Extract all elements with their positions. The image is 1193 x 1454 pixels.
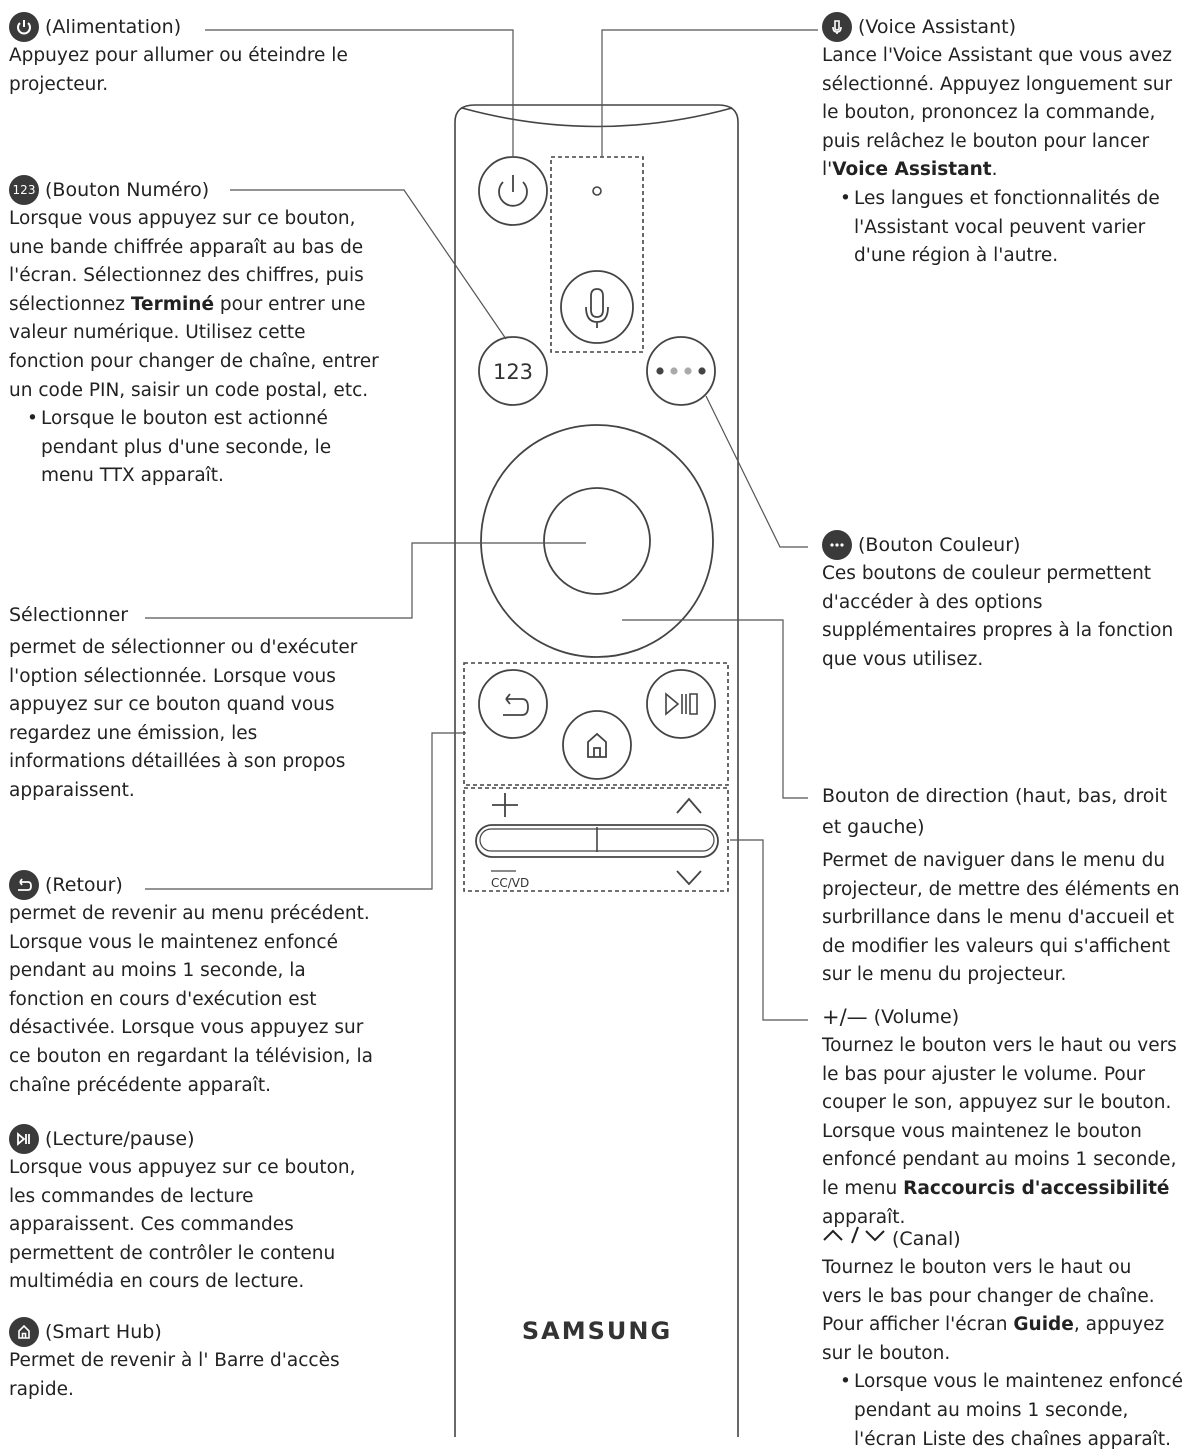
color-title: (Bouton Couleur) — [858, 533, 1021, 556]
color-leader — [705, 395, 808, 548]
number-bullet: Lorsque le bouton est actionné pendant p… — [27, 405, 341, 491]
smarthub-desc: Permet de revenir à l' Barre d'accès rap… — [9, 1350, 340, 1400]
playpause-block: (Lecture/pause) Lorsque vous appuyez sur… — [9, 1124, 389, 1297]
nav-dashed-box — [463, 662, 729, 786]
voice-desc: Lance l'Voice Assistant que vous avez sé… — [822, 45, 1173, 181]
volume-desc: Tournez le bouton vers le haut ou vers l… — [822, 1035, 1177, 1228]
voice-badge-icon — [822, 12, 852, 42]
volume-dashed-box — [463, 787, 729, 892]
mic-icon — [585, 288, 609, 328]
volume-title: (Volume) — [873, 1005, 960, 1028]
voice-desc-bold: Voice Assistant — [832, 159, 992, 181]
color-desc: Ces boutons de couleur permettent d'accé… — [822, 563, 1174, 670]
color-block: (Bouton Couleur) Ces boutons de couleur … — [822, 530, 1190, 674]
select-leader — [145, 542, 586, 619]
number-badge-icon: 123 — [9, 175, 39, 205]
channel-block: (Canal) Tournez le bouton vers le haut o… — [822, 1224, 1190, 1454]
channel-desc: Tournez le bouton vers le haut ou vers l… — [822, 1257, 1165, 1364]
back-desc: permet de revenir au menu précédent. Lor… — [9, 903, 373, 1096]
back-block: (Retour) permet de revenir au menu précé… — [9, 870, 389, 1100]
channel-title: (Canal) — [892, 1227, 961, 1250]
number-title: (Bouton Numéro) — [45, 178, 210, 201]
smarthub-button[interactable] — [562, 710, 632, 780]
playpause-button[interactable] — [646, 669, 716, 739]
voice-block: (Voice Assistant) Lance l'Voice Assistan… — [822, 12, 1190, 271]
color-button[interactable] — [646, 336, 716, 406]
voice-button[interactable] — [560, 270, 634, 344]
smarthub-block: (Smart Hub) Permet de revenir à l' Barre… — [9, 1317, 389, 1404]
direction-leader — [622, 619, 808, 799]
number-button-label: 123 — [493, 360, 533, 384]
direction-ring[interactable] — [480, 424, 714, 658]
direction-title: Bouton de direction (haut, bas, droit et… — [822, 785, 1168, 838]
back-badge-icon — [9, 870, 39, 900]
power-badge-icon — [9, 12, 39, 42]
direction-block: Bouton de direction (haut, bas, droit et… — [822, 781, 1190, 990]
playpause-icon — [665, 692, 698, 716]
back-leader — [145, 732, 466, 890]
number-leader — [230, 189, 507, 340]
chevron-up-icon — [676, 797, 702, 814]
power-desc: Appuyez pour allumer ou éteindre le proj… — [9, 45, 348, 95]
volume-leader — [730, 839, 808, 1021]
color-dot-3 — [684, 367, 692, 375]
color-dot-2 — [670, 367, 678, 375]
select-button[interactable] — [543, 487, 651, 595]
mic-led — [592, 186, 602, 196]
voice-bullet: Les langues et fonctionnalités de l'Assi… — [840, 185, 1184, 271]
direction-desc: Permet de naviguer dans le menu du proje… — [822, 850, 1180, 986]
volume-rocker[interactable] — [475, 824, 719, 858]
number-desc: Lorsque vous appuyez sur ce bouton, une … — [9, 208, 379, 401]
brand-logo: SAMSUNG — [522, 1317, 672, 1345]
number-desc-bold: Terminé — [130, 293, 215, 315]
power-leader — [205, 29, 514, 157]
power-title: (Alimentation) — [45, 15, 182, 38]
remote-body — [454, 104, 739, 1437]
remote-top-arc — [461, 107, 733, 128]
plus-icon — [492, 793, 518, 817]
back-button[interactable] — [478, 669, 548, 739]
volume-block: +/— (Volume) Tournez le bouton vers le h… — [822, 1002, 1190, 1232]
chevron-down-icon — [676, 870, 702, 886]
voice-dashed-box — [550, 156, 644, 353]
playpause-title: (Lecture/pause) — [45, 1127, 195, 1150]
voice-title: (Voice Assistant) — [858, 15, 1016, 38]
back-icon — [503, 693, 529, 716]
number-button[interactable] — [478, 336, 548, 406]
channel-desc-bold: Guide — [1013, 1314, 1074, 1336]
color-dot-1 — [656, 367, 664, 375]
color-badge-icon — [822, 530, 852, 560]
home-icon — [587, 732, 607, 758]
playpause-badge-icon — [9, 1124, 39, 1154]
back-title: (Retour) — [45, 873, 123, 896]
select-desc: permet de sélectionner ou d'exécuter l'o… — [9, 637, 358, 801]
ccvd-label: CC/VD — [491, 876, 529, 890]
power-icon — [498, 175, 528, 207]
voice-leader — [601, 29, 818, 157]
select-block: Sélectionner permet de sélectionner ou d… — [9, 600, 389, 806]
playpause-desc: Lorsque vous appuyez sur ce bouton, les … — [9, 1157, 356, 1293]
smarthub-badge-icon — [9, 1317, 39, 1347]
smarthub-title: (Smart Hub) — [45, 1320, 162, 1343]
number-block: 123 (Bouton Numéro) Lorsque vous appuyez… — [9, 175, 389, 491]
channel-bullet: Lorsque vous le maintenez enfoncé pendan… — [840, 1368, 1184, 1454]
color-dot-4 — [698, 367, 706, 375]
volume-desc-bold: Raccourcis d'accessibilité — [903, 1177, 1170, 1199]
select-title: Sélectionner — [9, 603, 129, 626]
power-block: (Alimentation) Appuyez pour allumer ou é… — [9, 12, 389, 99]
channel-chevrons-icon — [822, 1225, 886, 1254]
volume-symbols: +/— — [822, 1004, 868, 1029]
